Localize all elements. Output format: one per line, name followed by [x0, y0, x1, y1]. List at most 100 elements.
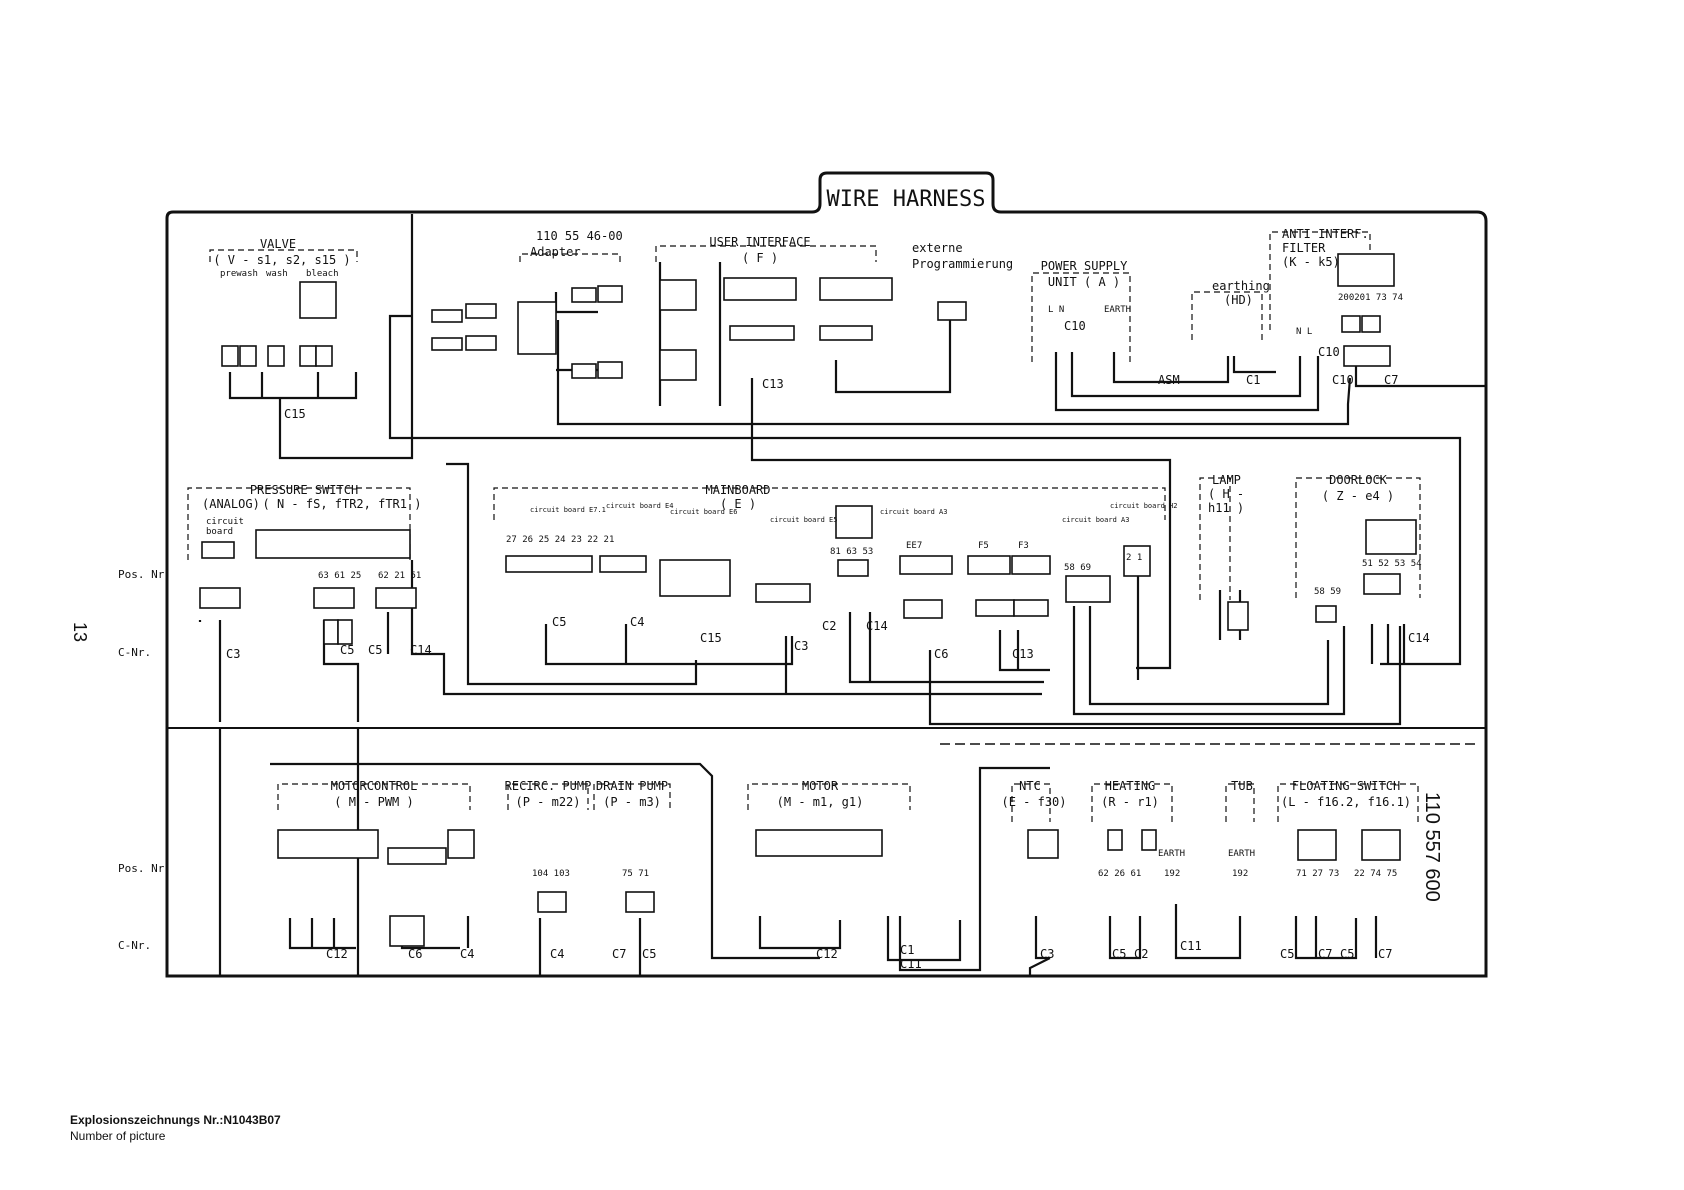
label-earth-b1: EARTH	[1158, 849, 1185, 859]
label-motorcontrol-sub: ( M - PWM )	[334, 795, 413, 809]
label-c2-m: C2	[822, 619, 836, 633]
label-asm: ASM	[1158, 373, 1180, 387]
label-n75: 75 71	[622, 869, 649, 879]
label-n21: 2 1	[1126, 553, 1142, 563]
label-dl-nums: 51 52 53 54	[1362, 559, 1422, 569]
label-n192a: 192	[1164, 869, 1180, 879]
label-ntc-sub: (E - f30)	[1001, 795, 1066, 809]
label-n6261: 62 26 61	[1098, 869, 1141, 879]
label-tub: TUB	[1231, 779, 1253, 793]
label-heating-sub: (R - r1)	[1101, 795, 1159, 809]
label-lamp: LAMP	[1212, 473, 1241, 487]
label-filter1: ANTI INTERF.	[1282, 227, 1369, 241]
label-c14-m: C14	[866, 619, 888, 633]
label-c11-b: C11	[900, 957, 922, 971]
label-c10-a: C10	[1064, 319, 1086, 333]
outer-frame	[165, 171, 1488, 978]
diagram-title: WIRE HARNESS	[827, 187, 986, 212]
label-ps-earth: EARTH	[1104, 305, 1131, 315]
label-c4-c: C4	[550, 947, 564, 961]
label-ext2: Programmierung	[912, 257, 1013, 271]
label-earthing: earthing	[1212, 279, 1270, 293]
label-filter-nums: 200201 73 74	[1338, 293, 1403, 303]
wires	[198, 214, 1486, 976]
label-c6-m: C6	[934, 647, 948, 661]
label-a3b: circuit board A3	[1062, 516, 1129, 524]
label-motor-sub: (M - m1, g1)	[777, 795, 864, 809]
label-ee7: EE7	[906, 541, 922, 551]
label-ext1: externe	[912, 241, 963, 255]
label-f5: F5	[978, 541, 989, 551]
label-f3: F3	[1018, 541, 1029, 551]
label-ps-ln: L N	[1048, 305, 1064, 315]
label-c10-b: C10	[1318, 345, 1340, 359]
label-filter-nl: N L	[1296, 327, 1312, 337]
label-motorcontrol: MOTORCONTROL	[331, 779, 418, 793]
label-dl-nums2: 58 59	[1314, 587, 1341, 597]
label-c13-top: C13	[762, 377, 784, 391]
label-floating: FLOATING SWITCH	[1292, 779, 1400, 793]
label-earthing-sub: (HD)	[1224, 293, 1253, 307]
label-c7-d: C7	[1378, 947, 1392, 961]
label-power-supply: POWER SUPPLY	[1041, 259, 1128, 273]
label-analog: (ANALOG)	[202, 497, 260, 511]
label-e4: circuit board E4	[606, 502, 673, 510]
part-number: 110 557 600	[1421, 792, 1443, 902]
label-c10-c: C10	[1332, 373, 1354, 387]
label-valve: VALVE	[260, 237, 296, 251]
label-cb1: circuit	[206, 517, 244, 527]
label-a3: circuit board A3	[880, 508, 947, 516]
picture-number-label: Explosionszeichnungs Nr.:N1043B07	[70, 1113, 281, 1127]
picture-number-caption: Number of picture	[70, 1129, 166, 1143]
label-c1-top: C1	[1246, 373, 1260, 387]
label-c11-c: C11	[1180, 939, 1202, 953]
label-valve-sub: ( V - s1, s2, s15 )	[213, 253, 350, 267]
label-cb2: board	[206, 527, 233, 537]
label-c5-e: C5	[1112, 947, 1126, 961]
label-lamp-sub: ( H -	[1208, 487, 1244, 501]
label-c5-c: C5	[552, 615, 566, 629]
label-c5-d: C5	[642, 947, 656, 961]
label-ps-nums1: 63 61 25	[318, 571, 361, 581]
pos-nr-label: Pos. Nr.	[118, 568, 171, 581]
label-n192b: 192	[1232, 869, 1248, 879]
label-doorlock-sub: ( Z - e4 )	[1322, 489, 1394, 503]
label-c3-a: C3	[226, 647, 240, 661]
label-valve-bleach: bleach	[306, 269, 339, 279]
label-valve-wash: wash	[266, 269, 288, 279]
label-n22: 22 74 75	[1354, 869, 1397, 879]
label-mb-nums2: 81 63 53	[830, 547, 873, 557]
label-c14-a: C14	[410, 643, 432, 657]
c-nr-label-lower: C-Nr.	[118, 939, 151, 952]
label-c12-b: C12	[816, 947, 838, 961]
label-c6-b: C6	[408, 947, 422, 961]
label-ps-nums2: 62 21 51	[378, 571, 421, 581]
label-recirc-sub: (P - m22)	[515, 795, 580, 809]
label-drain-sub: (P - m3)	[603, 795, 661, 809]
label-e6: circuit board E6	[670, 508, 737, 516]
label-recirc: RECIRC. PUMP	[505, 779, 592, 793]
diagram-labels: VALVE ( V - s1, s2, s15 ) prewash wash b…	[202, 227, 1430, 971]
label-drain: DRAIN PUMP	[596, 779, 668, 793]
label-filter2: FILTER	[1282, 241, 1326, 255]
label-filter3: (K - k5)	[1282, 255, 1340, 269]
label-e71: circuit board E7.1	[530, 506, 606, 514]
label-ntc: NTC	[1019, 779, 1041, 793]
label-c2-b: C2	[1134, 947, 1148, 961]
connectors	[199, 253, 1417, 947]
label-h2: circuit board H2	[1110, 502, 1177, 510]
label-c7-b: C7	[612, 947, 626, 961]
label-c4-b: C4	[460, 947, 474, 961]
footer: Explosionszeichnungs Nr.:N1043B07 Number…	[70, 1112, 281, 1144]
label-c3-b: C3	[1040, 947, 1054, 961]
label-adapter-num: 110 55 46-00	[536, 229, 623, 243]
label-c5-a: C5	[340, 643, 354, 657]
label-e5: circuit board E5	[770, 516, 837, 524]
label-adapter: Adapter	[530, 245, 581, 259]
label-c3-m: C3	[794, 639, 808, 653]
label-heating: HEATING	[1105, 779, 1156, 793]
label-doorlock: DOORLOCK	[1329, 473, 1388, 487]
label-n5869: 58 69	[1064, 563, 1091, 573]
label-pressure: PRESSURE SWITCH	[250, 483, 358, 497]
label-c14-dl: C14	[1408, 631, 1430, 645]
